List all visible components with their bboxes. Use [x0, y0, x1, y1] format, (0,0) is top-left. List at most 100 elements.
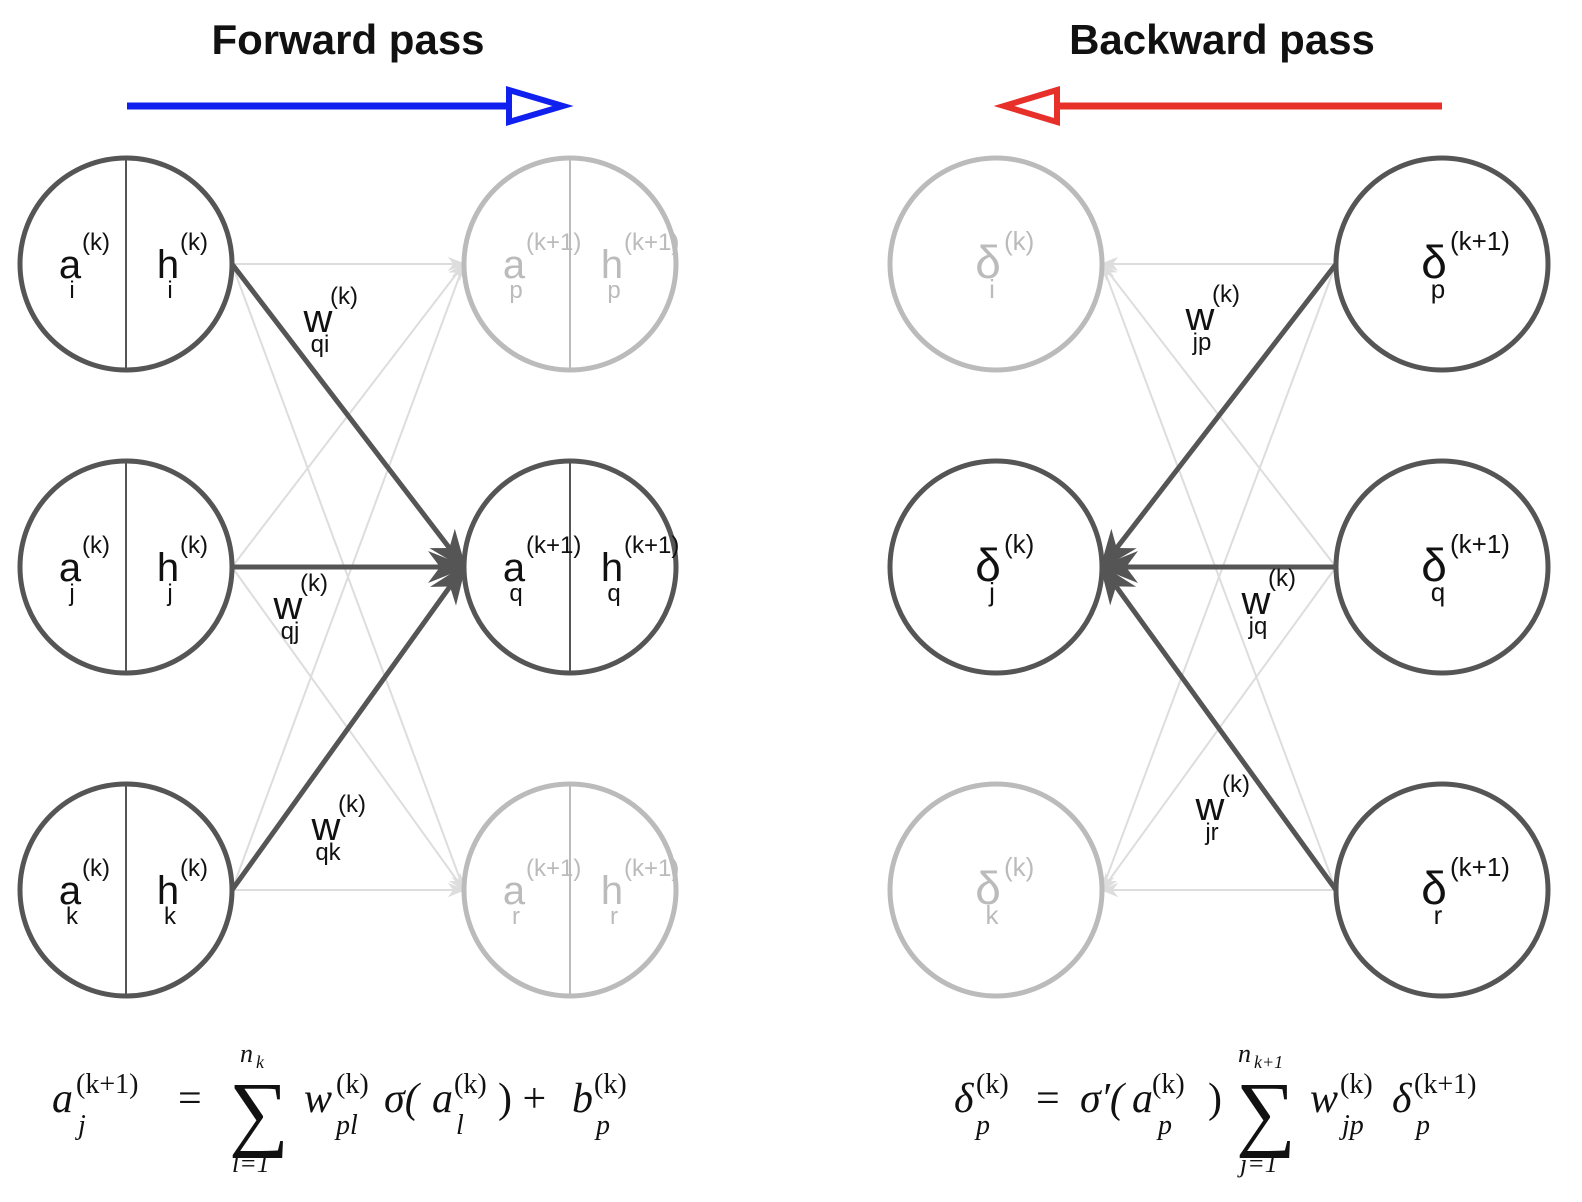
node-circle — [1333, 781, 1551, 999]
activation-label-sup: (k+1) — [526, 532, 581, 559]
svg-text:j=1: j=1 — [1237, 1149, 1278, 1178]
svg-text:jp: jp — [1339, 1110, 1364, 1141]
delta-label-sup: (k) — [1004, 226, 1034, 256]
svg-text:(k+1): (k+1) — [1414, 1069, 1476, 1100]
delta-label-sub: k — [986, 900, 1000, 930]
delta-label-sup: (k) — [1004, 529, 1034, 559]
weight-label-jr-sup: (k) — [1222, 771, 1250, 798]
backward-edge-r-i — [1100, 262, 1337, 891]
delta-label-sub: p — [1431, 274, 1445, 304]
delta-label-base: δ — [1421, 236, 1447, 288]
hidden-label-sup: (k) — [180, 532, 208, 559]
activation-label: a(k)j — [59, 532, 110, 607]
hidden-label-sub: p — [607, 277, 620, 304]
hidden-label: h(k+1)p — [601, 229, 679, 304]
hidden-label: h(k+1)q — [601, 532, 679, 607]
hidden-label-sub: k — [164, 903, 177, 930]
svg-text:n: n — [1238, 1039, 1251, 1068]
weight-label-qi-sup: (k) — [330, 283, 358, 310]
svg-text:δ: δ — [954, 1076, 975, 1122]
hidden-label-sup: (k+1) — [624, 229, 679, 256]
activation-label-base: a — [503, 869, 526, 913]
weight-label-jp-sub: jp — [1192, 329, 1212, 356]
hidden-label-sup: (k+1) — [624, 855, 679, 882]
hidden-label-base: h — [157, 243, 179, 287]
svg-text:w: w — [1310, 1076, 1338, 1122]
svg-text:n: n — [240, 1039, 253, 1068]
activation-label-base: a — [59, 243, 82, 287]
delta-label: δ(k+1)p — [1421, 226, 1510, 304]
svg-text:p: p — [594, 1110, 610, 1141]
node-circle — [887, 781, 1105, 999]
delta-label-sub: r — [1434, 900, 1443, 930]
activation-label-sup: (k) — [82, 532, 110, 559]
svg-text:δ: δ — [1392, 1076, 1413, 1122]
delta-label-base: δ — [975, 236, 1001, 288]
delta-label-sup: (k) — [1004, 852, 1034, 882]
forward-target-node-r: a(k+1)rh(k+1)r — [461, 781, 679, 999]
activation-label-base: a — [503, 546, 526, 590]
hidden-label: h(k)i — [157, 229, 208, 304]
weight-label-qi-sub: qi — [311, 331, 330, 358]
svg-text:∑: ∑ — [229, 1066, 289, 1159]
backward-equation: δ (k) p = σ′( a (k) p ) n k+1 ∑ j=1 w (k… — [954, 1039, 1476, 1178]
hidden-label-sub: j — [166, 580, 172, 607]
hidden-label: h(k+1)r — [601, 855, 679, 930]
forward-source-node-i: a(k)ih(k)i — [17, 155, 235, 373]
svg-text:(k+1): (k+1) — [76, 1069, 138, 1100]
forward-source-node-j: a(k)jh(k)j — [17, 458, 235, 676]
weight-label-jp-base: w — [1185, 295, 1215, 339]
backward-edge-p-j — [1099, 262, 1338, 571]
backward-edge-r-j — [1099, 563, 1339, 892]
delta-label-base: δ — [975, 862, 1001, 914]
activation-label-sup: (k+1) — [526, 855, 581, 882]
svg-text:l: l — [456, 1110, 464, 1141]
hidden-label-base: h — [157, 546, 179, 590]
activation-label: a(k)k — [59, 855, 110, 930]
delta-label: δ(k+1)r — [1421, 852, 1510, 930]
svg-text:): ) — [1208, 1076, 1222, 1122]
forward-pass-title: Forward pass — [211, 16, 484, 63]
svg-text:=: = — [1036, 1076, 1060, 1122]
delta-label-sub: j — [988, 577, 995, 607]
forward-edge-i-q — [230, 262, 467, 571]
backward-direction-arrow — [993, 85, 1442, 127]
svg-text:l=1: l=1 — [232, 1149, 270, 1178]
svg-text:σ′(: σ′( — [1080, 1076, 1127, 1122]
weight-label-jq-sup: (k) — [1268, 565, 1296, 592]
hidden-label-base: h — [157, 869, 179, 913]
node-circle — [887, 155, 1105, 373]
weight-label-qj-sub: qj — [281, 618, 300, 645]
weight-label-jp-sup: (k) — [1212, 281, 1240, 308]
backward-target-node-i: δ(k)i — [887, 155, 1105, 373]
weight-label-jp: w(k)jp — [1185, 281, 1240, 356]
node-circle — [1333, 155, 1551, 373]
svg-text:b: b — [572, 1076, 593, 1122]
activation-label-sub: r — [512, 903, 520, 930]
hidden-label-base: h — [601, 546, 623, 590]
hidden-label-sub: q — [607, 580, 620, 607]
backward-pass-title: Backward pass — [1069, 16, 1375, 63]
weight-label-jq-sub: jq — [1248, 613, 1268, 640]
forward-edge-k-q — [229, 563, 467, 892]
delta-label: δ(k)j — [975, 529, 1034, 607]
delta-label-base: δ — [1421, 539, 1447, 591]
forward-source-node-k: a(k)k h(k)k — [17, 781, 235, 999]
svg-text:=: = — [178, 1076, 202, 1122]
activation-label: a(k+1)q — [503, 532, 581, 607]
weight-label-qk: w(k)qk — [311, 791, 366, 866]
hidden-label-sup: (k) — [180, 855, 208, 882]
weight-label-jr-sub: jr — [1204, 819, 1218, 846]
weight-label-qk-base: w — [311, 805, 341, 849]
forward-equation: a (k+1) j = n k ∑ l=1 w (k) pl σ( a (k) … — [52, 1039, 627, 1178]
weight-label-qj: w(k)qj — [273, 570, 328, 645]
weight-label-qi-base: w — [303, 297, 333, 341]
svg-text:a: a — [1132, 1076, 1153, 1122]
svg-text:a: a — [52, 1076, 73, 1122]
activation-label-base: a — [59, 869, 82, 913]
svg-text:(k): (k) — [594, 1069, 627, 1100]
delta-label-sub: q — [1431, 577, 1445, 607]
activation-label-base: a — [59, 546, 82, 590]
delta-label: δ(k)i — [975, 226, 1034, 304]
